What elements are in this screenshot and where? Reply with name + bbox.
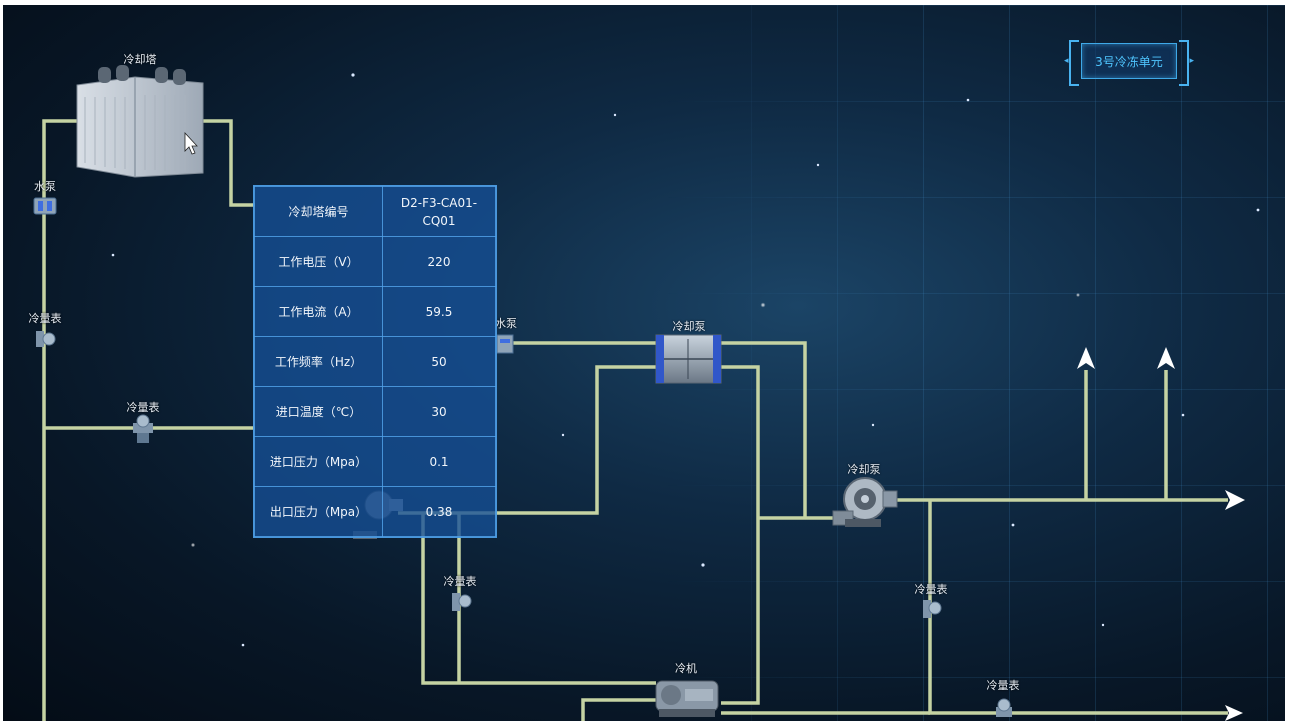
flow-arrows (1077, 347, 1245, 721)
info-value: 0.1 (382, 436, 496, 487)
flowmeter-mid-left-icon (133, 414, 153, 443)
info-key: 冷却塔编号 (254, 186, 383, 237)
bracket-right-icon (1179, 40, 1189, 86)
flowmeter-bottom-right-label: 冷量表 (986, 679, 1020, 692)
info-row-current: 工作电流（A） 59.5 (254, 286, 496, 337)
flowmeter-mid-left-label: 冷量表 (126, 401, 160, 414)
stars (111, 73, 1260, 647)
flowmeter-right-label: 冷量表 (914, 583, 948, 596)
unit-button-frame (1081, 43, 1177, 79)
info-key: 进口压力（Mpa） (254, 436, 383, 487)
info-value: 220 (382, 236, 496, 287)
info-value: 30 (382, 386, 496, 437)
water-pump-left-label: 水泵 (34, 180, 56, 193)
info-row-frequency: 工作频率（Hz） 50 (254, 336, 496, 387)
info-key: 工作频率（Hz） (254, 336, 383, 387)
cooling-pump-right-icon (832, 477, 898, 527)
info-row-inlet-pressure: 进口压力（Mpa） 0.1 (254, 436, 496, 487)
scada-scene: 冷却塔 水泵 冷量表 冷量表 水泵 冷却泵 冷却泵 冷量表 冷量表 冷机 冷量表… (3, 5, 1285, 721)
info-value: 50 (382, 336, 496, 387)
info-value: 59.5 (382, 286, 496, 337)
arrow-left-icon[interactable]: ◂ (1064, 56, 1069, 66)
arrow-right-icon[interactable]: ▸ (1189, 56, 1194, 66)
info-value: D2-F3-CA01- CQ01 (382, 186, 496, 237)
flowmeter-right-icon (923, 600, 942, 618)
cooling-tower-icon (76, 65, 204, 178)
unit-selector-button[interactable]: ◂ ▸ 3号冷冻单元 (1064, 40, 1194, 86)
water-pump-center-icon (496, 334, 514, 354)
cooling-pump-right-label: 冷却泵 (847, 463, 881, 476)
info-row-voltage: 工作电压（V） 220 (254, 236, 496, 287)
info-table: 冷却塔编号 D2-F3-CA01- CQ01 工作电压（V） 220 工作电流（… (254, 186, 496, 537)
bracket-left-icon (1069, 40, 1079, 86)
info-row-outlet-pressure: 出口压力（Mpa） 0.38 (254, 486, 496, 537)
water-pump-center-label: 水泵 (495, 317, 517, 330)
mouse-cursor-icon (184, 131, 198, 155)
cold-pump-top-label: 冷却泵 (672, 320, 706, 333)
info-key: 出口压力（Mpa） (254, 486, 383, 537)
info-key: 工作电压（V） (254, 236, 383, 287)
info-row-id: 冷却塔编号 D2-F3-CA01- CQ01 (254, 186, 496, 237)
chiller-icon (655, 680, 719, 717)
info-row-inlet-temp: 进口温度（℃） 30 (254, 386, 496, 437)
cooling-tower-label: 冷却塔 (123, 53, 157, 66)
info-key: 进口温度（℃） (254, 386, 383, 437)
flowmeter-left-label: 冷量表 (28, 312, 62, 325)
heat-exchanger-icon (655, 334, 722, 384)
background-grid (665, 5, 1285, 721)
pipe-network (33, 65, 1260, 721)
flowmeter-bottom-right-icon (996, 698, 1012, 717)
flowmeter-bottom-center-icon (452, 593, 472, 611)
unit-button-label[interactable]: 3号冷冻单元 (1095, 54, 1163, 69)
chiller-label: 冷机 (675, 662, 697, 675)
info-key: 工作电流（A） (254, 286, 383, 337)
water-pump-left-icon (33, 197, 57, 215)
info-value: 0.38 (382, 486, 496, 537)
flowmeter-bottom-center-label: 冷量表 (443, 575, 477, 588)
cooling-tower-info-panel: 冷却塔编号 D2-F3-CA01- CQ01 工作电压（V） 220 工作电流（… (253, 185, 497, 538)
flowmeter-left-icon (36, 331, 56, 347)
pipes (42, 119, 1228, 721)
